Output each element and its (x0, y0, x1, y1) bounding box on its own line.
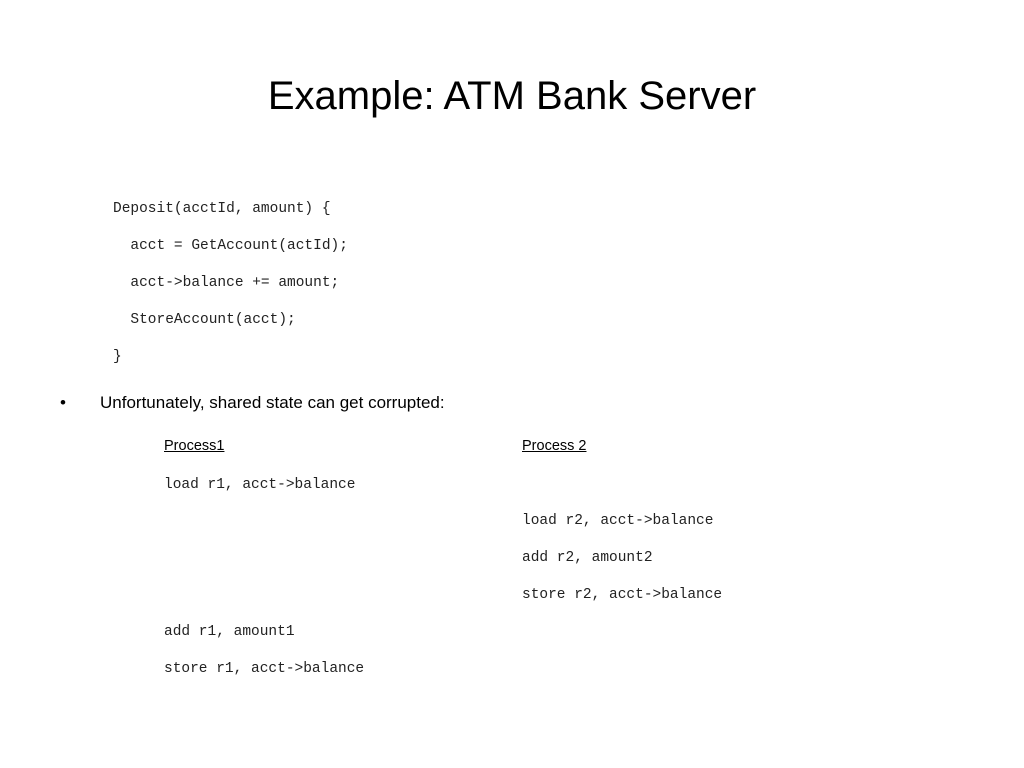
instruction-step: store r1, acct->balance (164, 661, 365, 677)
process1-header: Process1 (164, 438, 225, 454)
slide-title: Example: ATM Bank Server (267, 74, 757, 118)
bullet-item: • Unfortunately, shared state can get cor… (60, 391, 445, 415)
code-line: Deposit(acctId, amount) { (113, 201, 331, 217)
code-line: acct = GetAccount(actId); (113, 238, 348, 254)
bullet-marker: • (60, 393, 66, 412)
instruction-step: add r1, amount1 (164, 624, 295, 640)
instruction-step: load r2, acct->balance (522, 513, 714, 529)
code-line: acct->balance += amount; (113, 275, 340, 291)
instruction-step: load r1, acct->balance (164, 477, 356, 493)
instruction-step: add r2, amount2 (522, 550, 653, 566)
code-line: StoreAccount(acct); (113, 312, 296, 328)
process2-header: Process 2 (522, 438, 587, 454)
bullet-text: Unfortunately, shared state can get corr… (100, 393, 445, 412)
deposit-code-block: Deposit(acctId, amount) { acct = GetAcco… (113, 198, 348, 383)
instruction-step: store r2, acct->balance (522, 587, 723, 603)
code-line: } (113, 349, 122, 365)
